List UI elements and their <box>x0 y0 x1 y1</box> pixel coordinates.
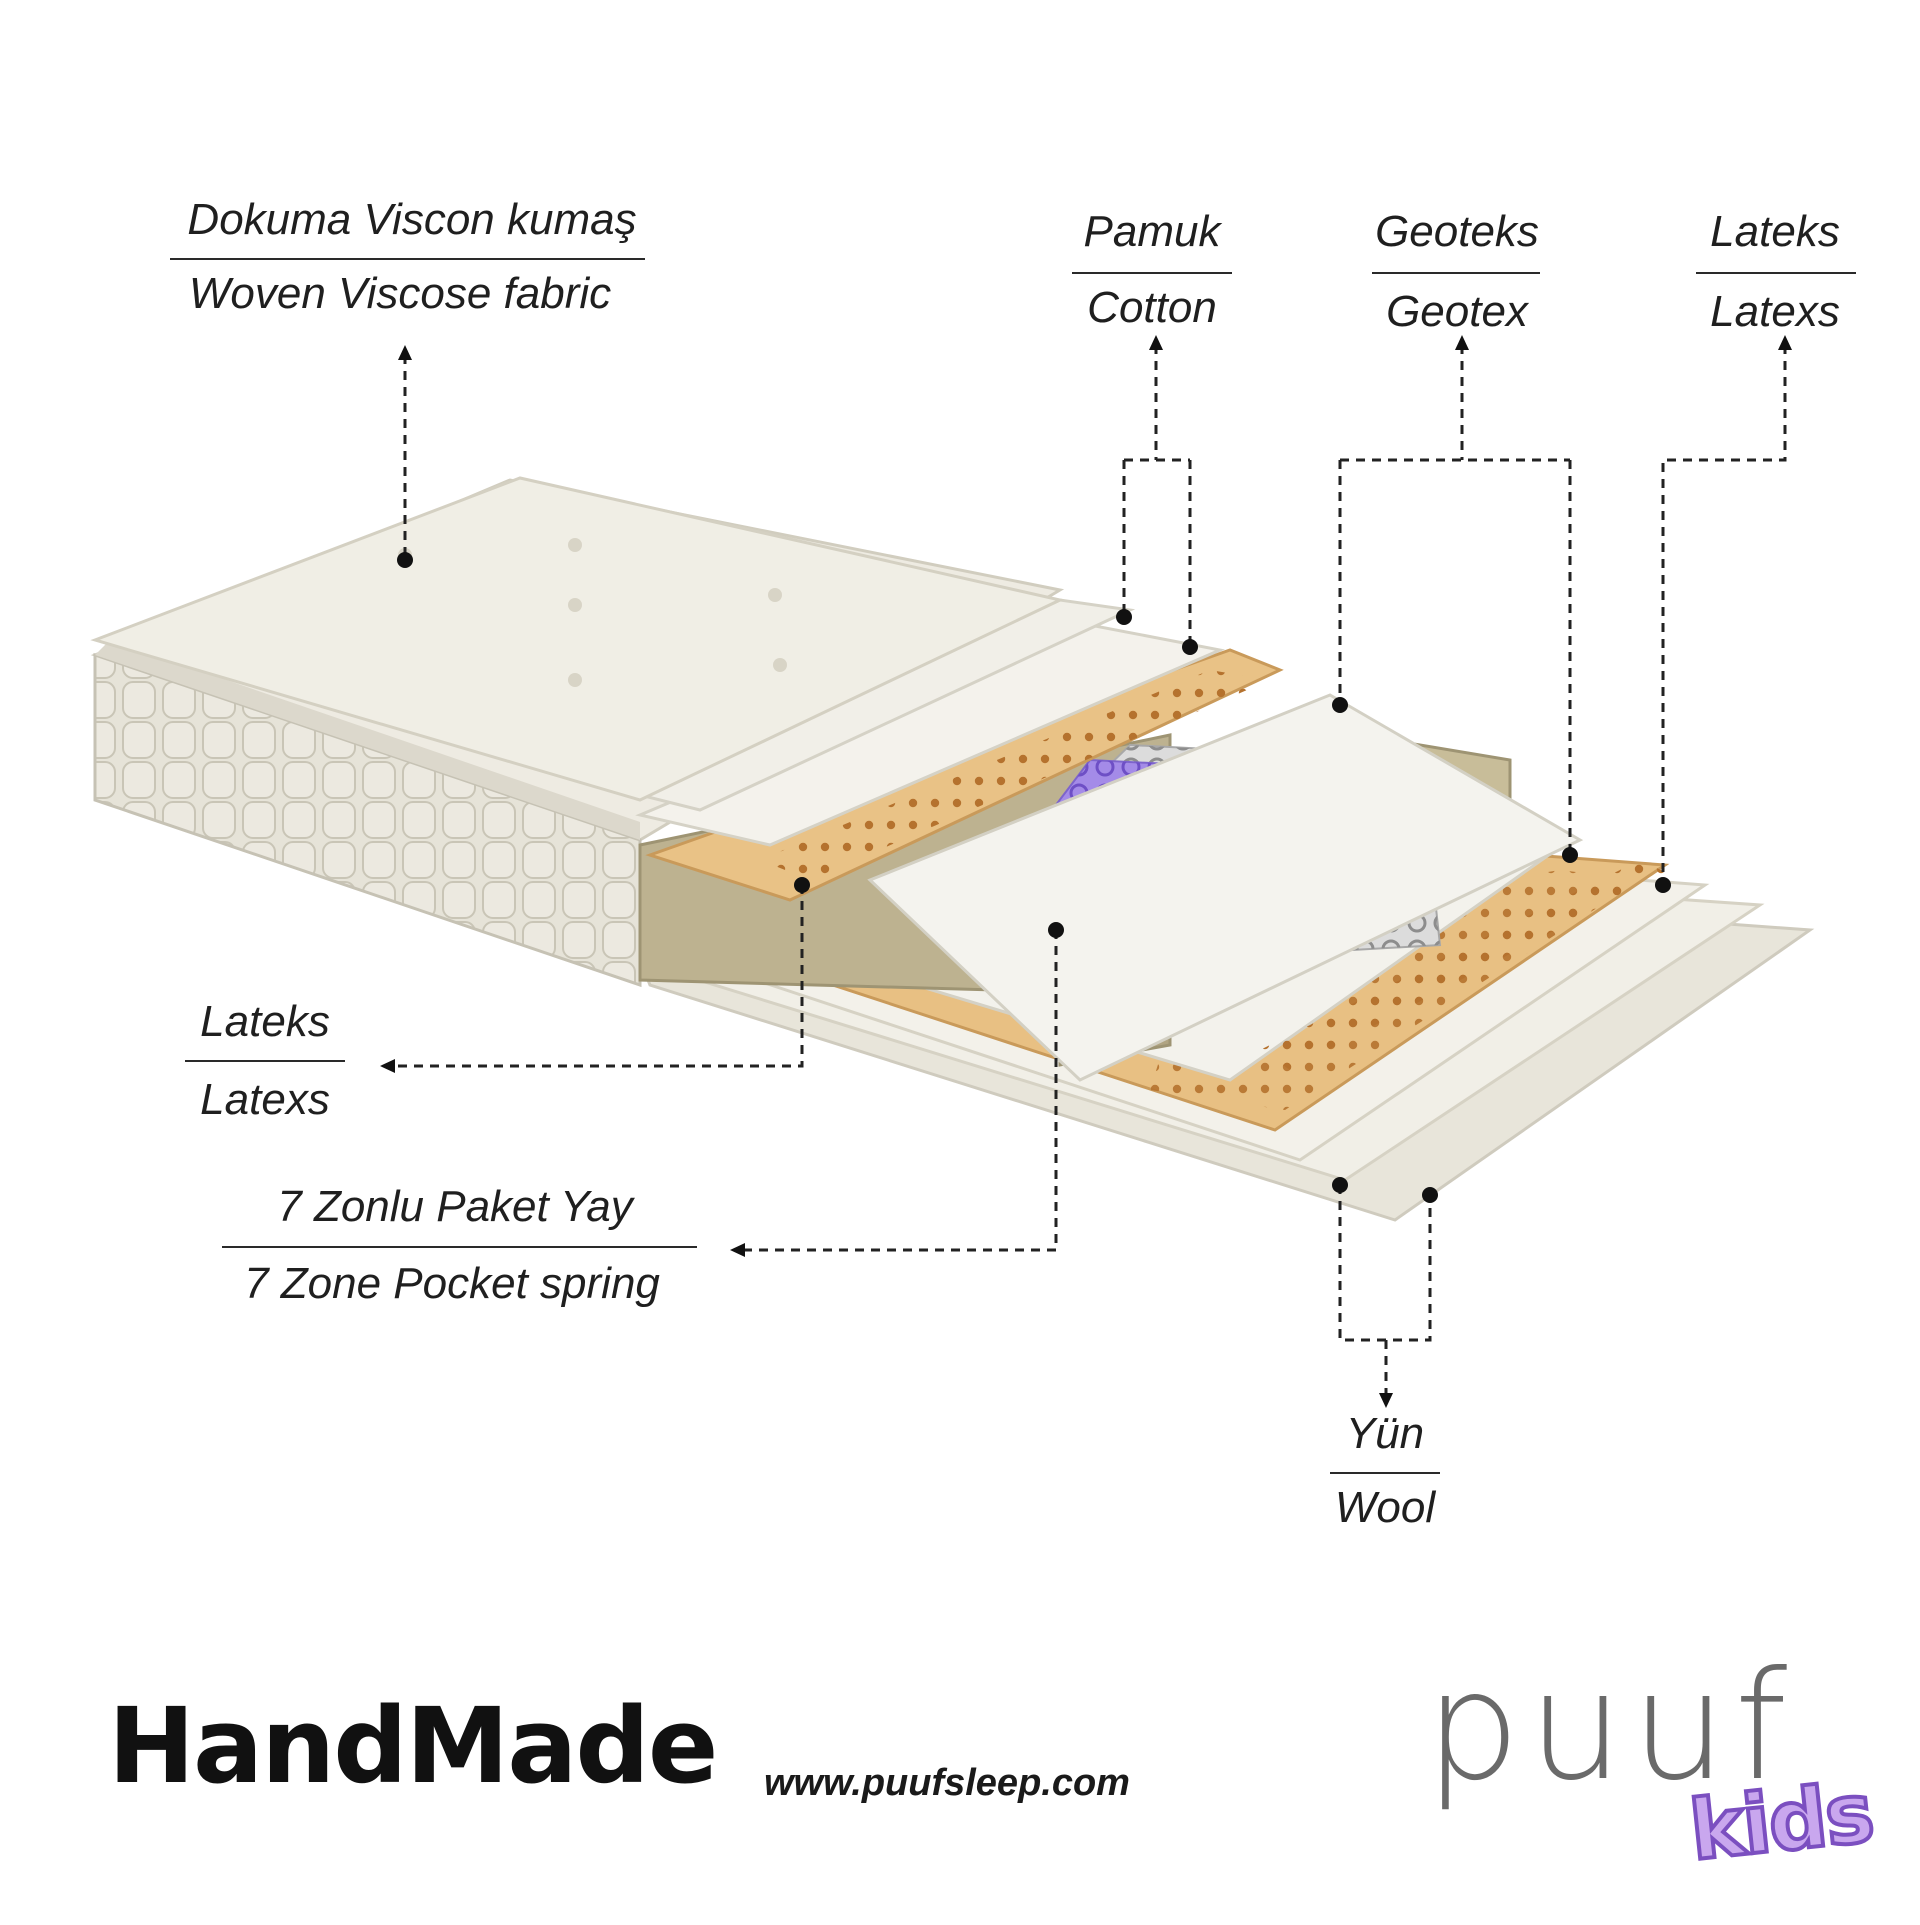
cotton-divider <box>1072 272 1232 274</box>
website-link[interactable]: www.puufsleep.com <box>764 1762 1130 1804</box>
latex-left-divider <box>185 1060 345 1062</box>
wool-label-en: Wool <box>1334 1483 1436 1532</box>
latex-left-label-en: Latexs <box>200 1075 330 1124</box>
spring-label-tr: 7 Zonlu Paket Yay <box>277 1182 633 1231</box>
fabric-divider <box>170 258 645 260</box>
spring-divider <box>222 1246 697 1248</box>
cotton-label-en: Cotton <box>1087 283 1217 332</box>
wool-label-tr: Yün <box>1345 1409 1425 1458</box>
fabric-label-en: Woven Viscose fabric <box>188 269 612 318</box>
handmade-title: HandMade <box>108 1685 718 1807</box>
folded-cover-fabric <box>90 476 1065 802</box>
top-geotex-layer <box>867 693 1584 1082</box>
top-cotton-layer <box>635 598 1226 847</box>
geotex-label-en: Geotex <box>1386 287 1528 336</box>
latex-top-divider <box>1696 272 1856 274</box>
geotex-label-tr: Geoteks <box>1375 207 1539 256</box>
latex-top-label-en: Latexs <box>1710 287 1840 336</box>
callout-leaders <box>395 345 1787 1395</box>
fabric-label-tr: Dokuma Viscon kumaş <box>187 195 637 244</box>
brand-logo: puuf <box>1425 1640 1796 1814</box>
top-latex-layer <box>645 648 1665 1070</box>
spring-label-en: 7 Zone Pocket spring <box>244 1259 660 1308</box>
wool-divider <box>1330 1472 1440 1474</box>
brand-sub-logo: kids <box>1684 1764 1879 1882</box>
latex-top-label-tr: Lateks <box>1710 207 1840 256</box>
geotex-divider <box>1372 272 1540 274</box>
callout-arrowheads <box>380 335 1792 1408</box>
callout-dots <box>397 552 1671 1203</box>
latex-left-label-tr: Lateks <box>200 997 330 1046</box>
cotton-label-tr: Pamuk <box>1083 207 1221 256</box>
